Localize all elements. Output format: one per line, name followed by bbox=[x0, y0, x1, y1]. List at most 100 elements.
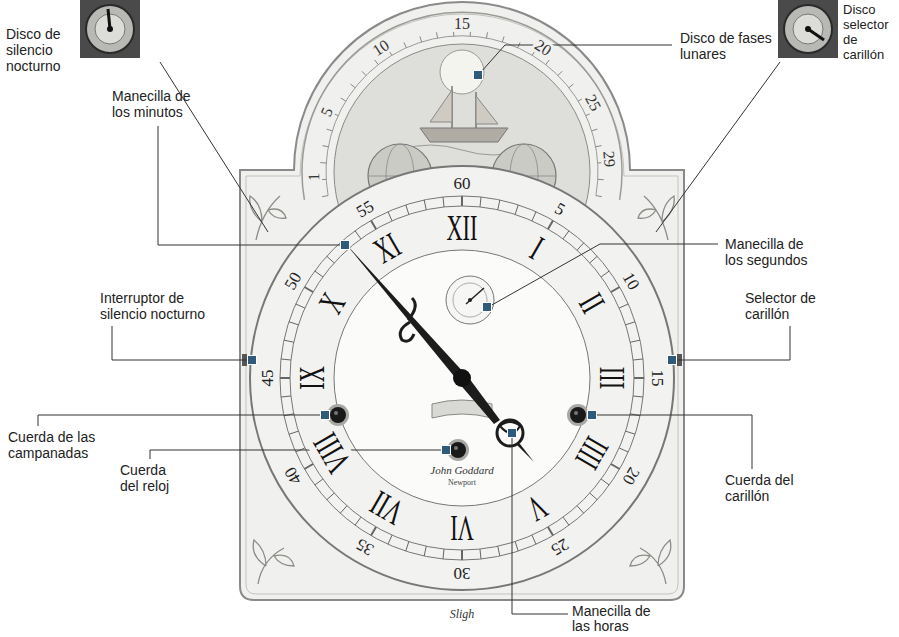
day-tick bbox=[341, 98, 346, 101]
minute-tick bbox=[443, 197, 444, 207]
minute-tick bbox=[424, 200, 426, 210]
minute-tick bbox=[355, 517, 361, 525]
minute-tick bbox=[590, 493, 597, 500]
minute-tick bbox=[633, 359, 643, 360]
minute-tick bbox=[304, 464, 313, 469]
minute-tick bbox=[296, 304, 305, 308]
callout-label: Selector de carillón bbox=[745, 290, 837, 322]
maker-name: John Goddard bbox=[428, 465, 495, 476]
dial-body bbox=[240, 2, 684, 600]
minute-number: 30 bbox=[452, 565, 473, 582]
minute-tick bbox=[371, 220, 376, 229]
minute-tick bbox=[548, 527, 553, 536]
dial-inner-border bbox=[246, 14, 678, 594]
day-tick bbox=[322, 196, 328, 197]
day-tick bbox=[546, 60, 550, 65]
chime-selector-thumbnail bbox=[778, 0, 838, 58]
minute-tick bbox=[634, 377, 644, 379]
minute-tick bbox=[327, 256, 334, 263]
day-tick bbox=[437, 32, 438, 38]
minute-tick bbox=[630, 340, 640, 342]
minute-tick bbox=[563, 231, 569, 239]
moon-day-number: 1 bbox=[306, 171, 322, 184]
day-tick bbox=[596, 196, 602, 197]
minute-tick bbox=[388, 535, 392, 544]
callout-label: Manecilla de los minutos bbox=[112, 88, 212, 120]
callout-label: Disco de silencio nocturno bbox=[6, 26, 74, 74]
minute-tick bbox=[327, 493, 334, 500]
minute-tick bbox=[289, 431, 299, 434]
minute-number: 60 bbox=[452, 175, 473, 192]
minute-tick bbox=[443, 549, 444, 559]
minute-tick bbox=[281, 396, 291, 397]
minute-tick bbox=[577, 243, 584, 250]
day-tick bbox=[569, 84, 574, 88]
minute-hand bbox=[346, 244, 466, 381]
day-tick bbox=[598, 179, 604, 180]
winding-hole bbox=[327, 404, 589, 461]
brand-signature: Sligh bbox=[448, 608, 477, 620]
day-tick bbox=[320, 162, 326, 163]
minute-tick bbox=[532, 535, 536, 544]
minute-tick bbox=[563, 517, 569, 525]
callout-label: Cuerda del reloj bbox=[120, 462, 186, 494]
minute-tick bbox=[626, 431, 636, 434]
minute-tick bbox=[424, 546, 426, 556]
moon-day-number: 15 bbox=[452, 16, 472, 32]
minute-tick bbox=[388, 212, 392, 221]
minute-tick bbox=[289, 322, 299, 325]
callout-label: Disco de fases lunares bbox=[680, 30, 780, 62]
minute-tick bbox=[315, 479, 323, 485]
callout-label: Cuerda del carillón bbox=[725, 472, 817, 504]
minute-tick bbox=[498, 546, 500, 556]
minute-tick bbox=[461, 196, 463, 206]
day-tick bbox=[558, 71, 562, 75]
day-tick bbox=[596, 146, 602, 147]
minute-number: 15 bbox=[649, 368, 666, 389]
seconds-dial bbox=[446, 276, 494, 324]
callout-label: Disco selector de carillón bbox=[843, 2, 895, 62]
minute-tick bbox=[480, 549, 481, 559]
minute-tick bbox=[548, 220, 553, 229]
night-silence-thumbnail bbox=[80, 0, 140, 58]
callout-label: Interruptor de silencio nocturno bbox=[100, 290, 222, 322]
minute-tick bbox=[281, 359, 291, 360]
minute-tick bbox=[601, 271, 609, 277]
maker-town: Newport bbox=[446, 479, 478, 487]
day-tick bbox=[351, 84, 356, 88]
minute-tick bbox=[515, 205, 518, 215]
chapter-ring bbox=[250, 166, 674, 590]
day-tick bbox=[486, 32, 487, 38]
hour-hand bbox=[458, 374, 534, 462]
minute-tick bbox=[280, 377, 290, 379]
day-tick bbox=[420, 36, 422, 42]
minute-tick bbox=[480, 197, 481, 207]
day-tick bbox=[375, 60, 379, 65]
roman-numeral: III bbox=[594, 366, 630, 391]
minute-tick bbox=[355, 231, 361, 239]
roman-numeral: XII bbox=[445, 210, 478, 246]
minute-tick bbox=[340, 506, 347, 513]
minute-tick bbox=[461, 550, 463, 560]
day-tick bbox=[322, 146, 328, 147]
day-tick bbox=[404, 42, 406, 47]
roman-numeral: IX bbox=[294, 365, 330, 391]
roman-numeral: VI bbox=[449, 510, 475, 546]
callout-marker bbox=[248, 71, 677, 455]
minute-number: 45 bbox=[259, 368, 276, 389]
callout-label: Manecilla de las horas bbox=[572, 604, 672, 634]
minute-tick bbox=[315, 271, 323, 277]
minute-tick bbox=[406, 542, 409, 552]
day-tick bbox=[592, 129, 598, 131]
minute-tick bbox=[619, 448, 628, 452]
day-tick bbox=[362, 71, 366, 75]
minute-tick bbox=[611, 287, 620, 292]
minute-tick bbox=[577, 506, 584, 513]
moon-day-number: 29 bbox=[601, 148, 619, 169]
hand-pivot bbox=[453, 369, 471, 387]
minute-tick bbox=[626, 322, 636, 325]
callout-label: Manecilla de los segundos bbox=[725, 236, 825, 268]
minute-tick bbox=[371, 527, 376, 536]
minute-tick bbox=[304, 287, 313, 292]
